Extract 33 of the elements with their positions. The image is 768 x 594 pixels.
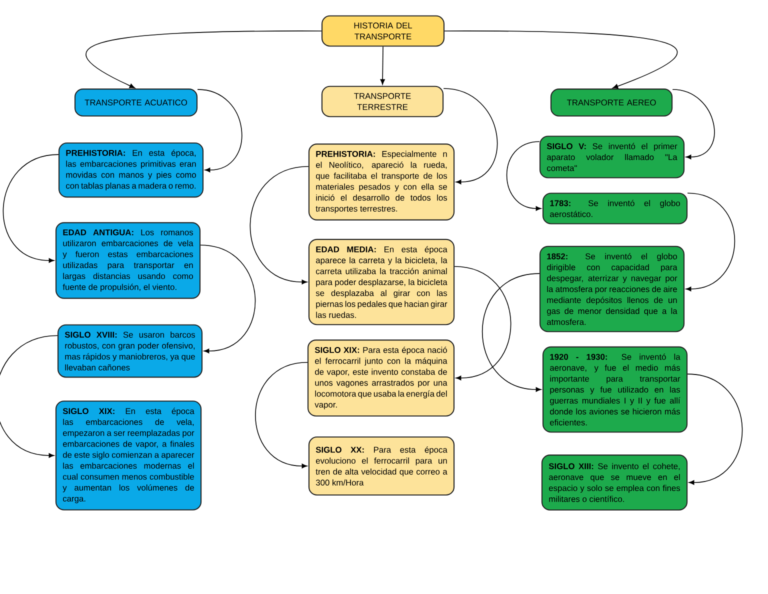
arrow	[380, 46, 385, 85]
title-box: HISTORIA DEL TRANSPORTE	[321, 15, 445, 47]
info-box: SIGLO XIII: Se invento el cohete, aeronave que se mueve en el espacio y solo se emplea con fines militares o científico.	[541, 454, 688, 510]
info-box: SIGLO XIX: Para esta época nació el ferrocarril junto con la máquina de vapor, este invento constaba de unos vagones arrastrados por una locomotora que usaba la energía del vapor.	[307, 340, 455, 416]
arrow	[200, 244, 256, 354]
arrow	[672, 89, 715, 160]
info-box: EDAD MEDIA: En esta época aparece la carreta y la bicicleta, la carreta utilizaba la tracción animal para poder desplazarse, la bicicleta se desplazaba al girar con las piernas los pedales que hacian girar las ruedas.	[308, 238, 455, 326]
arrow	[250, 166, 309, 284]
info-box: 1783: Se inventó el globo aerostático.	[542, 192, 688, 224]
arrow	[686, 192, 736, 292]
arrow	[255, 362, 308, 468]
arrow	[444, 30, 678, 89]
category-box: TRANSPORTE TERRESTRE	[321, 86, 444, 118]
info-box: 1852: Se inventó el globo dirigible con capacidad para despegar, aterrizar y navegar por la atmosfera por reacciones de aire mediante depósitos llenos de un gas de menor densidad que a la atmosfera.	[539, 246, 685, 332]
info-box: PREHISTORIA: En esta época, las embarcaciones primitivas eran movidas con manos y pies como con tablas planas a madera o remo.	[58, 142, 204, 198]
arrow	[443, 88, 498, 184]
category-box: TRANSPORTE ACUATICO	[74, 88, 198, 116]
arrow	[197, 89, 242, 172]
arrow	[86, 30, 322, 88]
info-box: SIGLO V: Se inventó el primer aparato volador llamado "La cometa"	[539, 136, 685, 178]
arrow	[482, 273, 542, 392]
info-box: SIGLO XX: Para esta época evoluciono el ferrocarril para un tren de alta velocidad que correo a 300 km/Hora	[308, 436, 455, 496]
arrow	[687, 374, 743, 485]
category-box: TRANSPORTE AEREO	[550, 88, 673, 116]
info-box: PREHISTORIA: Especialmente n el Neolítico, apareció la rueda, que facilitaba el transporte de los materiales pesados y con ella se inició el desarrollo de todos los transportes terrestres.	[308, 144, 455, 220]
arrow	[0, 335, 58, 458]
arrow	[2, 154, 59, 263]
arrow	[454, 266, 512, 380]
info-box: SIGLO XIX: En esta época las embarcaciones de vela, empezaron a ser reemplazadas por embarcaciones de vapor, a finales de este siglo comienzan a aparecer las embarcaciones modernas el cual consumen menos combustible y aumentan los volúmenes de carga.	[55, 400, 202, 510]
arrow	[506, 141, 542, 211]
info-box: SIGLO XVIII: Se usaron barcos robustos, con gran poder ofensivo, mas rápidos y maniobreros, ya que llevaban cañones	[57, 324, 203, 378]
info-box: EDAD ANTIGUA: Los romanos utilizaron embarcaciones de vela y fueron estas embarcaciones utilizadas para transportar en largas distancias usando como fuente de propulsión, el viento.	[55, 222, 201, 299]
info-box: 1920 - 1930: Se inventó la aeronave, y fue el medio más importante para transportar personas y fue utilizado en las guerras mundiales I y II y fue allí donde los aviones se hicieron más eficientes.	[542, 346, 688, 433]
